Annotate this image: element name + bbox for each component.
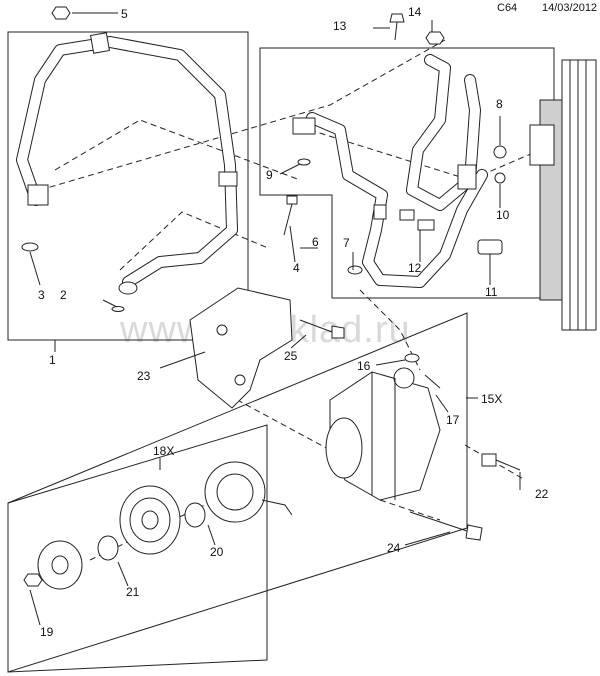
ac-compressor	[325, 367, 441, 501]
seal-ring-2	[102, 299, 125, 312]
group-box-6	[259, 47, 555, 299]
callout-15x: 15X	[481, 392, 502, 406]
compressor-bracket	[189, 287, 293, 409]
bolt-25	[299, 319, 345, 339]
nut-14	[425, 31, 445, 45]
callout-13: 13	[333, 19, 347, 33]
ac-discharge-hose	[16, 32, 238, 295]
callout-8: 8	[496, 97, 503, 111]
callout-14: 14	[408, 5, 422, 19]
seal-17	[424, 374, 441, 389]
seal-ring-9	[297, 158, 311, 166]
callout-24: 24	[387, 541, 401, 555]
seal-ring-8	[493, 145, 507, 159]
seal-ring-16	[404, 353, 420, 363]
callout-25: 25	[284, 349, 298, 363]
nut-19	[23, 573, 43, 587]
ac-suction-hose	[292, 54, 488, 288]
group-box-18x	[7, 424, 268, 673]
pressure-valve-12	[399, 209, 435, 231]
bolt-24	[409, 511, 483, 541]
callout-4: 4	[293, 261, 300, 275]
clutch-pulley	[119, 485, 181, 555]
clutch-hub-plate	[37, 540, 83, 590]
seal-ring-7	[347, 265, 363, 275]
callout-16: 16	[357, 359, 371, 373]
bolt-13	[389, 13, 405, 41]
callout-9: 9	[266, 168, 273, 182]
diagram-date: 14/03/2012	[542, 2, 598, 14]
callout-23: 23	[137, 369, 151, 383]
snap-ring-20b	[184, 502, 206, 528]
callout-19: 19	[40, 625, 54, 639]
relief-valve-22	[481, 453, 521, 471]
callout-20: 20	[210, 545, 224, 559]
callout-17: 17	[446, 413, 460, 427]
seal-washer-3	[21, 242, 39, 252]
leader-lines	[29, 20, 521, 626]
callout-22: 22	[535, 487, 549, 501]
clutch-coil-20	[204, 461, 293, 523]
condenser	[529, 59, 597, 331]
callout-21: 21	[126, 585, 140, 599]
callout-12: 12	[408, 261, 422, 275]
callout-11: 11	[485, 285, 498, 299]
nut-5	[51, 6, 118, 20]
page-code: C64	[497, 2, 518, 14]
callout-2: 2	[60, 288, 67, 302]
callout-3: 3	[38, 288, 45, 302]
callout-6: 6	[312, 235, 319, 249]
callout-5: 5	[121, 7, 128, 21]
callout-1: 1	[49, 353, 56, 367]
bolt-4	[283, 195, 298, 263]
callout-10: 10	[496, 208, 510, 222]
snap-ring-21	[97, 535, 119, 561]
callout-7: 7	[343, 236, 350, 250]
callout-18x: 18X	[153, 444, 174, 458]
seal-ring-10	[494, 172, 506, 184]
